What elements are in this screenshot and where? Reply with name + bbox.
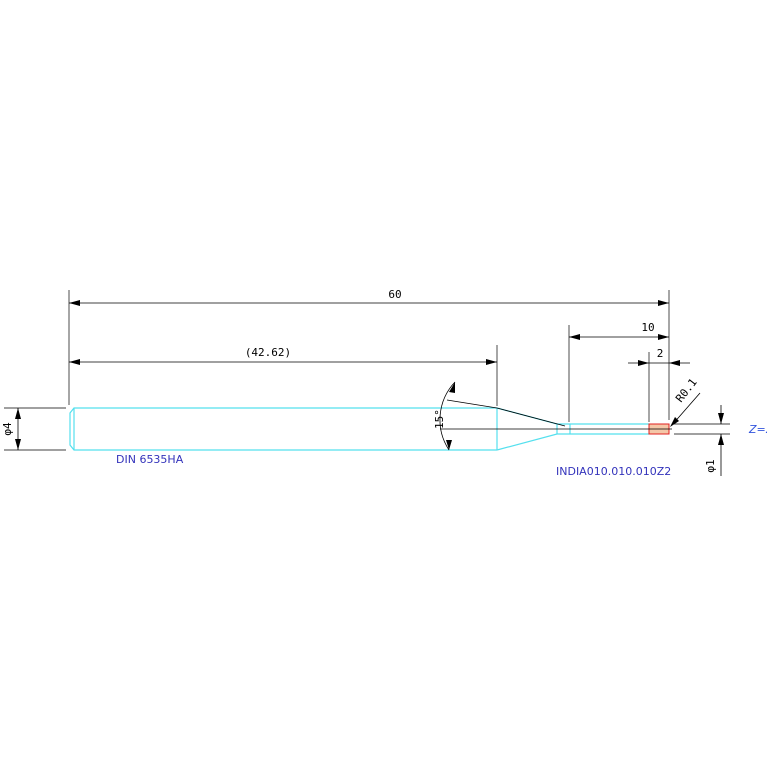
corner-radius-dimension: R0.1 xyxy=(670,376,701,427)
angle-arc xyxy=(439,381,456,451)
cutter-diameter-label: φ1 xyxy=(704,459,717,472)
arrow-right-42 xyxy=(486,359,497,365)
flute-count-note: Z=2 xyxy=(748,423,767,436)
taper-outline-lower xyxy=(496,433,649,451)
arrow-right-60 xyxy=(658,300,669,306)
corner-radius-label: R0.1 xyxy=(673,376,700,405)
tool-outline xyxy=(69,407,672,451)
part-number-note: INDIA010.010.010Z2 xyxy=(556,465,671,478)
angle-ref-line xyxy=(446,399,498,409)
angle-arrow-bottom xyxy=(446,440,452,450)
arrow-bottom-dia1 xyxy=(718,434,724,445)
shank-diameter-dimension: φ4 xyxy=(1,407,66,451)
arrow-left-2 xyxy=(638,360,649,366)
arrow-left-10 xyxy=(569,334,580,340)
shank-length-label: (42.62) xyxy=(245,346,291,359)
arrow-top-dia1 xyxy=(718,413,724,424)
radius-arrow xyxy=(670,417,679,427)
overall-length-dimension: 60 xyxy=(68,288,670,420)
cutter-diameter-dimension: φ1 xyxy=(674,405,730,476)
angle-arrow-top xyxy=(449,382,455,393)
cutting-length-label: 2 xyxy=(657,347,664,360)
arrow-right-2 xyxy=(669,360,680,366)
standard-note: DIN 6535HA xyxy=(116,453,184,466)
taper-angle-label: 15° xyxy=(433,409,446,429)
arrow-top-dia4 xyxy=(15,408,21,419)
arrow-bottom-dia4 xyxy=(15,439,21,450)
taper-edge-line xyxy=(496,407,566,427)
cutting-length-dimension: 2 xyxy=(628,347,690,422)
overall-length-label: 60 xyxy=(388,288,401,301)
taper-outline xyxy=(496,407,649,425)
arrow-right-10 xyxy=(658,334,669,340)
notes: DIN 6535HA INDIA010.010.010Z2 Z=2 xyxy=(116,423,767,478)
shank-diameter-label: φ4 xyxy=(1,422,14,436)
arrow-left-60 xyxy=(69,300,80,306)
shank-length-dimension: (42.62) xyxy=(69,345,498,406)
taper-angle-dimension: 15° xyxy=(433,381,498,451)
arrow-left-42 xyxy=(69,359,80,365)
shank-outline xyxy=(69,407,497,451)
neck-length-label: 10 xyxy=(641,321,654,334)
neck-length-dimension: 10 xyxy=(568,321,669,422)
